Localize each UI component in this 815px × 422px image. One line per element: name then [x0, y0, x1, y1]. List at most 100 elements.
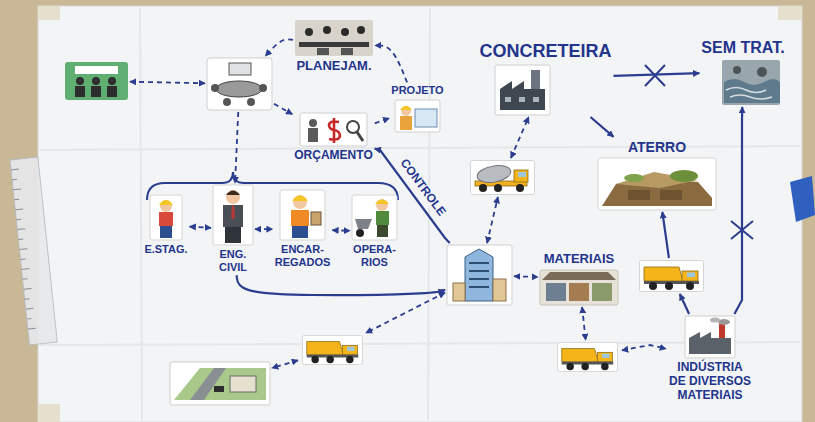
connector — [514, 275, 538, 278]
node-label: PROJETO — [391, 84, 443, 97]
blueprint — [415, 109, 437, 127]
node-label: OPERA- RIOS — [353, 243, 396, 268]
person — [247, 98, 255, 106]
card — [395, 100, 440, 132]
cell — [628, 190, 650, 200]
card — [447, 245, 512, 305]
dump-truck-icon — [640, 261, 704, 292]
connector — [375, 45, 407, 82]
figure-body — [107, 86, 117, 97]
polluted-water-icon — [722, 60, 780, 105]
card — [495, 65, 550, 115]
budget-icon — [300, 113, 367, 146]
node-label: ENG. CIVIL — [219, 248, 247, 273]
office-icon — [207, 58, 272, 110]
connector — [622, 345, 666, 350]
helmet — [400, 106, 412, 110]
body — [400, 116, 412, 130]
card-plate — [75, 66, 118, 74]
connector — [332, 229, 350, 231]
icon-node — [63, 60, 130, 102]
shelf — [592, 283, 612, 301]
connector — [272, 360, 298, 368]
helmet — [292, 196, 308, 202]
connector — [487, 197, 498, 243]
card — [170, 362, 270, 405]
magnifier-handle — [357, 132, 363, 141]
connector — [130, 82, 205, 84]
labeled-icon: ORÇAMENTO — [292, 111, 374, 165]
blue-object — [790, 176, 815, 222]
icon-node — [298, 333, 367, 367]
monitor — [341, 48, 353, 55]
window — [533, 97, 539, 102]
dump-truck-icon — [303, 335, 363, 364]
card — [685, 316, 735, 358]
icon-node — [168, 360, 272, 407]
vest — [291, 210, 309, 226]
connector — [375, 118, 390, 123]
desk — [299, 42, 369, 47]
node-label: ENCAR- REGADOS — [275, 243, 331, 268]
icon-node — [468, 158, 537, 197]
node-label: INDÚSTRIA DE DIVERSOS MATERIAIS — [668, 361, 752, 402]
node-label: CONCRETEIRA — [479, 41, 611, 62]
site-plan-icon — [170, 362, 270, 405]
helmet — [375, 200, 389, 205]
head — [293, 195, 307, 209]
annex — [453, 283, 465, 301]
labeled-icon: INDÚSTRIA DE DIVERSOS MATERIAIS — [666, 314, 754, 404]
card — [598, 158, 716, 210]
whiteboard — [38, 6, 802, 422]
card — [300, 113, 367, 146]
labeled-icon: ENCAR- REGADOS — [273, 188, 333, 270]
tape — [38, 6, 60, 20]
person — [305, 28, 313, 36]
table — [216, 81, 262, 97]
figure-body — [91, 86, 101, 97]
trousers — [160, 226, 172, 238]
trousers — [292, 226, 308, 238]
landfill-icon — [598, 158, 716, 210]
person — [309, 119, 317, 127]
shelf — [569, 283, 589, 301]
helmet — [159, 200, 173, 205]
connector — [235, 112, 238, 183]
person — [223, 98, 231, 106]
card — [722, 60, 780, 105]
connector — [662, 212, 669, 258]
tower-windows — [469, 263, 489, 287]
debris — [757, 67, 767, 77]
icon-node — [445, 243, 514, 307]
materials-store-icon — [540, 270, 618, 305]
planning-icon — [295, 20, 373, 56]
smoke — [710, 318, 720, 323]
labeled-icon: ENG. CIVIL — [211, 183, 255, 275]
person-body — [308, 128, 318, 142]
labeled-icon: PLANEJAM. — [293, 18, 375, 76]
icon-node — [553, 340, 622, 374]
labeled-icon: MATERIAIS — [538, 250, 620, 307]
card — [295, 20, 373, 56]
annex — [493, 279, 506, 301]
grass — [670, 170, 698, 182]
suit — [223, 205, 243, 227]
node-label: PLANEJAM. — [296, 59, 371, 74]
connector — [274, 104, 292, 114]
node-label: E.STAG. — [144, 243, 187, 256]
tie — [231, 205, 235, 220]
person — [323, 26, 331, 34]
person — [357, 26, 365, 34]
tape — [38, 404, 60, 422]
clipboard — [311, 212, 321, 225]
card — [213, 185, 253, 245]
engineer-icon — [213, 185, 253, 245]
body — [376, 211, 389, 225]
industry-icon — [685, 316, 735, 358]
person — [259, 84, 267, 92]
card — [280, 190, 325, 240]
icon-node — [205, 56, 274, 112]
roof — [542, 272, 616, 280]
card — [540, 270, 618, 305]
